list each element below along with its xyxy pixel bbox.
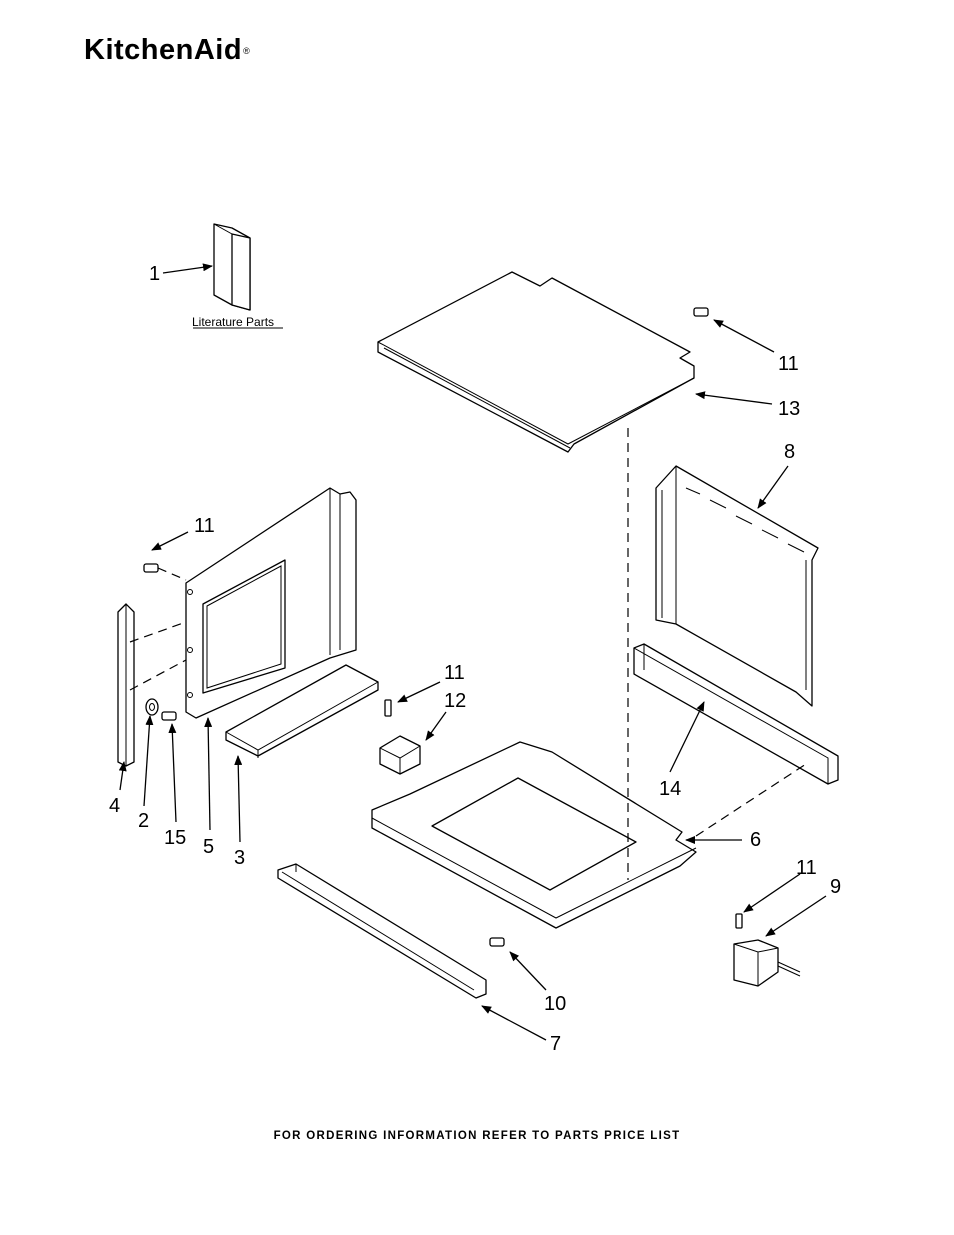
callout-6: 6 bbox=[750, 829, 761, 851]
bottom-panel bbox=[371, 741, 697, 929]
leader-11-top bbox=[713, 319, 775, 353]
logo-text: KitchenAid bbox=[84, 34, 243, 66]
rear-panel bbox=[655, 465, 819, 707]
front-screw bbox=[489, 937, 505, 947]
registered-mark: ® bbox=[243, 46, 251, 57]
grommet bbox=[145, 698, 159, 716]
callout-9: 9 bbox=[830, 876, 841, 898]
callout-8: 8 bbox=[784, 441, 795, 463]
leader-11-mid bbox=[397, 681, 441, 703]
leader-11-right bbox=[743, 873, 801, 913]
leader-5 bbox=[204, 717, 213, 831]
callout-11-mid: 11 bbox=[444, 662, 465, 684]
bottom-shelf bbox=[225, 664, 379, 758]
side-screw bbox=[161, 711, 177, 721]
callout-14: 14 bbox=[659, 778, 681, 800]
callout-7: 7 bbox=[550, 1033, 561, 1055]
assembly-line-screw bbox=[157, 567, 187, 581]
callout-11-right: 11 bbox=[796, 857, 817, 879]
top-panel bbox=[377, 271, 695, 453]
transformer bbox=[733, 913, 801, 987]
assembly-line-left-upper bbox=[129, 621, 187, 643]
leader-10 bbox=[509, 951, 547, 991]
callout-12: 12 bbox=[444, 690, 466, 712]
left-screw bbox=[143, 563, 159, 573]
literature-caption: Literature Parts bbox=[192, 315, 274, 329]
top-screw bbox=[693, 307, 709, 317]
callout-1: 1 bbox=[149, 263, 160, 285]
literature-booklet bbox=[193, 223, 283, 329]
switch-box bbox=[379, 699, 421, 775]
leader-1 bbox=[162, 263, 213, 274]
callout-4: 4 bbox=[109, 795, 120, 817]
leader-12 bbox=[425, 711, 447, 741]
leader-4 bbox=[118, 761, 127, 791]
callout-11-left: 11 bbox=[194, 515, 215, 537]
leader-7 bbox=[481, 1005, 547, 1041]
rear-strip bbox=[633, 643, 839, 785]
callout-5: 5 bbox=[203, 836, 214, 858]
footer-ordering-info: FOR ORDERING INFORMATION REFER TO PARTS … bbox=[273, 1130, 681, 1142]
leader-15 bbox=[168, 723, 177, 823]
callout-2: 2 bbox=[138, 810, 149, 832]
callout-10: 10 bbox=[544, 993, 566, 1015]
leader-3 bbox=[234, 755, 243, 843]
callout-3: 3 bbox=[234, 847, 245, 869]
assembly-line-left-lower bbox=[129, 659, 187, 691]
leader-9 bbox=[765, 895, 827, 937]
callout-11-top: 11 bbox=[778, 353, 799, 375]
leader-14 bbox=[669, 701, 705, 773]
kitchenaid-logo: KitchenAid® bbox=[84, 34, 250, 67]
front-trim bbox=[277, 863, 487, 999]
assembly-line-right bbox=[695, 763, 807, 837]
leader-8 bbox=[757, 465, 789, 509]
leader-11-left bbox=[151, 531, 189, 551]
left-side-panel bbox=[185, 487, 357, 719]
callout-15: 15 bbox=[164, 827, 186, 849]
side-bracket bbox=[117, 603, 135, 767]
leader-2 bbox=[143, 715, 154, 807]
leader-13 bbox=[695, 391, 773, 405]
callout-13: 13 bbox=[778, 398, 800, 420]
